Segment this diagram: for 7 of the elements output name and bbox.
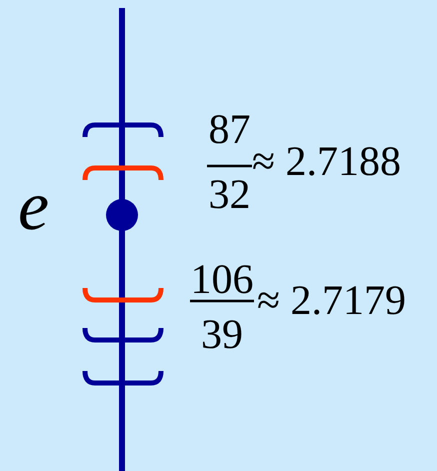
constant-symbol: e [18,172,50,242]
numerator: 106 [190,259,254,301]
numerator: 87 [208,109,252,151]
denominator: 32 [208,174,252,216]
approximate-value: ≈ 2.7188 [252,141,402,183]
denominator: 39 [200,314,244,356]
approximate-value: ≈ 2.7179 [257,280,406,322]
